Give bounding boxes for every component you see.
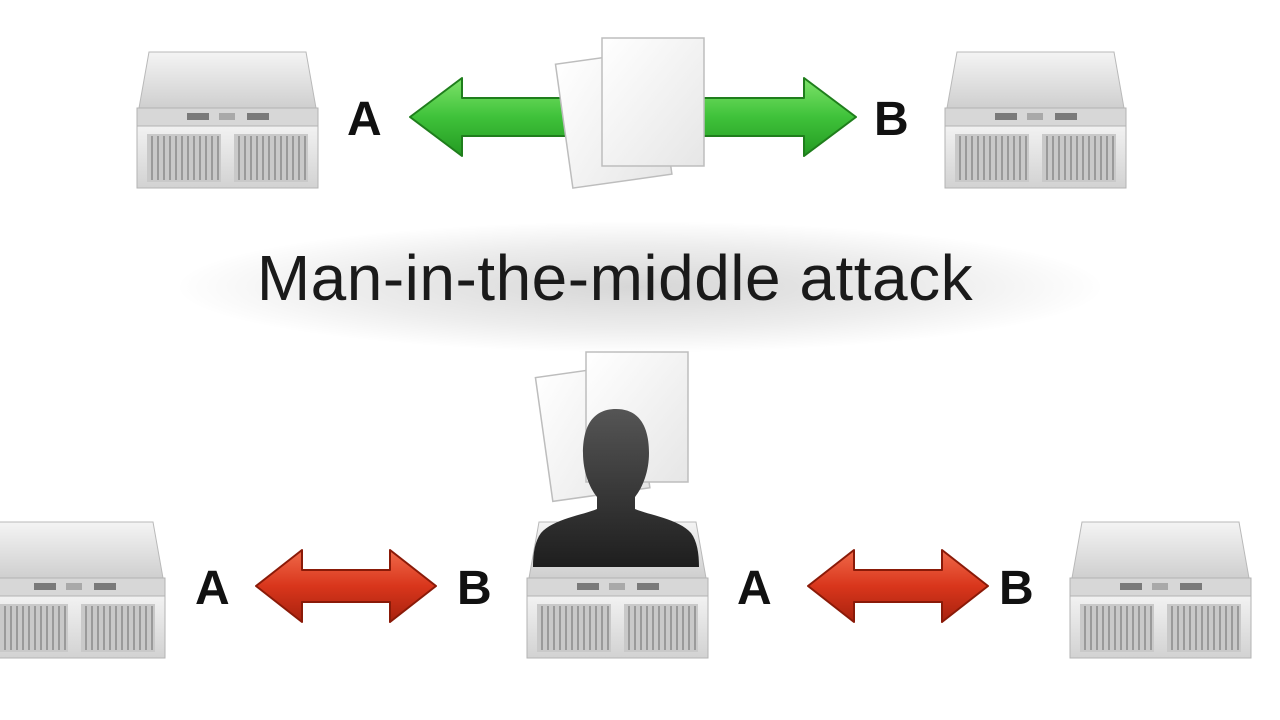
server-icon bbox=[1068, 520, 1253, 660]
server-icon bbox=[943, 50, 1128, 190]
node-label-b: B bbox=[999, 562, 1034, 615]
title-glow bbox=[180, 222, 1100, 352]
node-label-b: B bbox=[457, 562, 492, 615]
server-icon bbox=[0, 520, 167, 660]
double-arrow-icon bbox=[807, 549, 989, 623]
node-label-b: B bbox=[874, 93, 909, 146]
server-icon bbox=[135, 50, 320, 190]
node-label-a: A bbox=[195, 562, 230, 615]
attacker-silhouette-icon bbox=[533, 409, 699, 567]
node-label-a: A bbox=[347, 93, 382, 146]
documents-icon bbox=[554, 37, 705, 189]
node-label-a: A bbox=[737, 562, 772, 615]
diagram-title: Man-in-the-middle attack bbox=[256, 242, 974, 314]
double-arrow-icon bbox=[255, 549, 437, 623]
